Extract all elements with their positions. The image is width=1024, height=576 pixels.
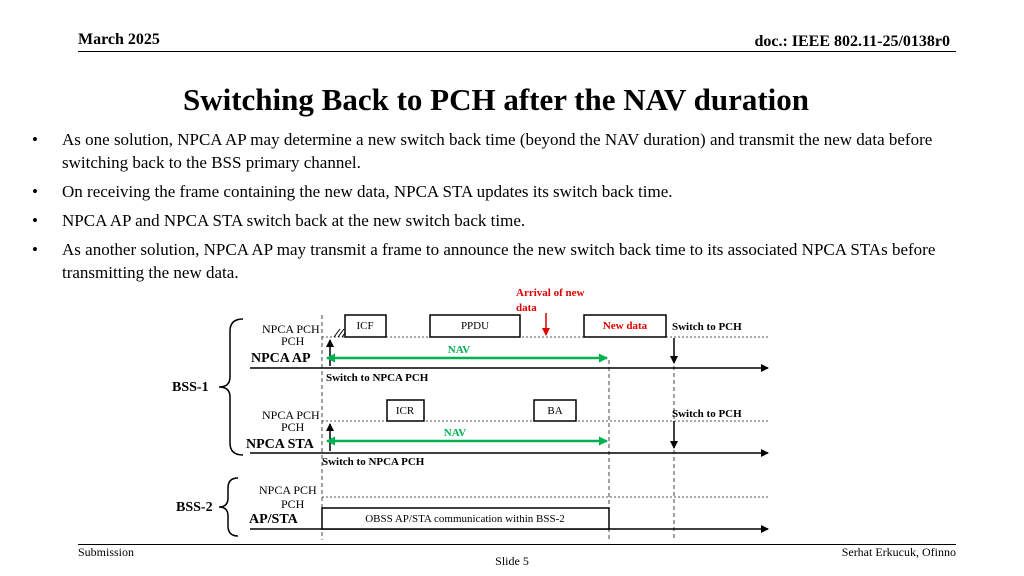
sta-icr-frame xyxy=(386,399,425,422)
ap-switch-to-npca-label: Switch to NPCA PCH xyxy=(326,372,429,384)
ap-ppdu-label: PPDU xyxy=(461,320,489,332)
ap-icf-frame xyxy=(344,314,387,338)
sta-pch-label: PCH xyxy=(281,420,305,434)
bullet-item: NPCA AP and NPCA STA switch back at the … xyxy=(32,209,972,232)
arrival-label-line1: Arrival of new xyxy=(516,287,584,299)
bss2-brace xyxy=(218,477,239,537)
bss2-label: BSS-2 xyxy=(176,500,213,515)
sta-npca-pch-label: NPCA PCH xyxy=(262,408,320,422)
bullet-list: As one solution, NPCA AP may determine a… xyxy=(32,128,972,290)
ap-new-data-label: New data xyxy=(603,320,648,332)
sta-switch-to-pch-label: Switch to PCH xyxy=(672,408,742,420)
footer-author: Serhat Erkucuk, Ofinno xyxy=(841,545,956,559)
ap-ppdu-frame xyxy=(429,314,521,338)
slide-title: Switching Back to PCH after the NAV dura… xyxy=(182,82,810,117)
bullet-item: As one solution, NPCA AP may determine a… xyxy=(32,128,972,174)
bss2-pch-label: PCH xyxy=(281,497,305,511)
bss2-obss-frame xyxy=(321,507,610,530)
ap-switch-to-pch-label: Switch to PCH xyxy=(672,321,742,333)
ap-icf-label: ICF xyxy=(356,320,373,332)
bss1-label: BSS-1 xyxy=(172,380,209,395)
bss1-brace xyxy=(218,318,244,456)
ap-npca-pch-label: NPCA PCH xyxy=(262,322,320,336)
ap-new-data-frame xyxy=(583,314,667,338)
sta-row-label: NPCA STA xyxy=(246,437,315,452)
header-divider xyxy=(78,51,956,52)
sta-ba-label: BA xyxy=(547,405,562,417)
sta-switch-to-npca-label: Switch to NPCA PCH xyxy=(322,456,425,468)
bss2-npca-pch-label: NPCA PCH xyxy=(259,483,317,497)
footer-divider xyxy=(78,544,956,545)
sta-icr-label: ICR xyxy=(396,405,415,417)
bullet-item: On receiving the frame containing the ne… xyxy=(32,180,972,203)
footer-submission: Submission xyxy=(78,545,135,559)
bullet-item: As another solution, NPCA AP may transmi… xyxy=(32,238,972,284)
ap-pch-label: PCH xyxy=(281,334,305,348)
header-date: March 2025 xyxy=(78,31,160,48)
ap-nav-label: NAV xyxy=(448,344,470,356)
arrival-label-line2: data xyxy=(516,302,537,314)
bss2-row-label: AP/STA xyxy=(249,512,299,527)
footer-slide-number: Slide 5 xyxy=(495,554,529,568)
sta-ba-frame xyxy=(533,399,577,422)
sta-nav-label: NAV xyxy=(444,427,466,439)
ap-row-label: NPCA AP xyxy=(251,351,311,366)
header-doc-id: doc.: IEEE 802.11-25/0138r0 xyxy=(754,33,950,50)
bss2-obss-label: OBSS AP/STA communication within BSS-2 xyxy=(365,513,565,525)
